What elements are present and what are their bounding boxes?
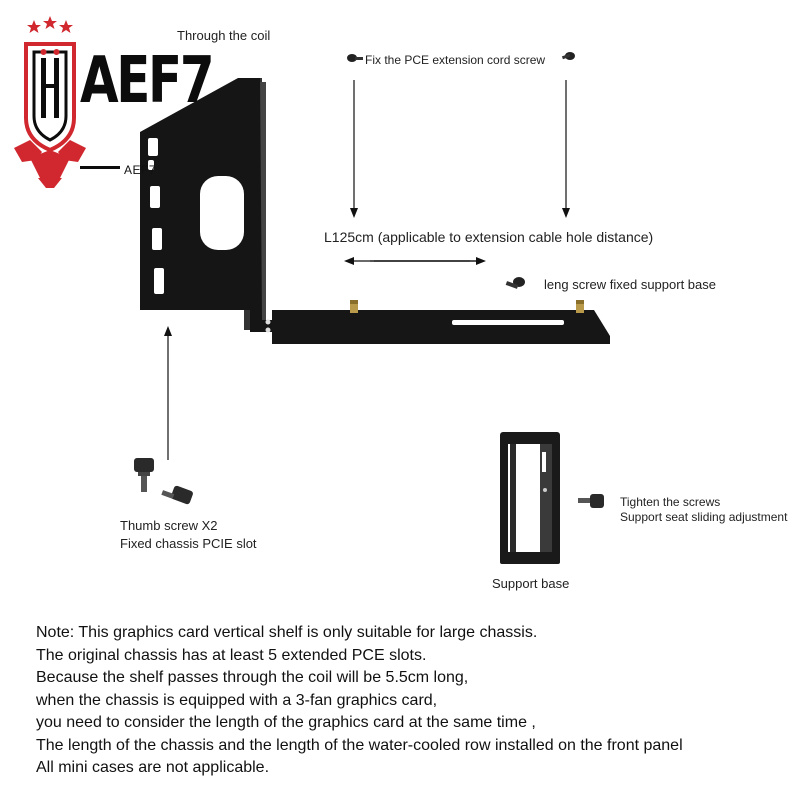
thumb-screw-icon	[161, 485, 193, 505]
brand-name: AEF7	[80, 44, 215, 118]
star-icon	[27, 16, 73, 33]
support-base-product	[500, 432, 560, 564]
screw-icon	[347, 54, 363, 62]
label-support-base: Support base	[492, 576, 570, 591]
logo-underline	[80, 166, 120, 169]
note-line: Because the shelf passes through the coi…	[36, 669, 469, 686]
coil-hole	[200, 176, 244, 250]
note-line: you need to consider the length of the g…	[36, 714, 536, 731]
note-line: The length of the chassis and the length…	[36, 736, 683, 754]
screw-icon	[505, 277, 525, 289]
shield-emblem-icon	[24, 42, 76, 153]
note-line: Note: This graphics card vertical shelf …	[36, 624, 538, 641]
brand-name-small: AEF7	[124, 163, 157, 177]
arrow-icon	[476, 257, 486, 265]
arrow-icon	[164, 80, 570, 460]
label-tighten: Tighten the screws	[620, 495, 721, 509]
label-leng-screw: leng screw fixed support base	[544, 277, 716, 292]
note-line: The original chassis has at least 5 exte…	[36, 646, 427, 664]
thumb-screw-icon	[134, 458, 154, 492]
screw-icon	[561, 52, 575, 60]
vertical-bracket	[140, 78, 272, 333]
label-thumb-screw: Thumb screw X2	[120, 518, 218, 533]
label-sliding: Support seat sliding adjustment	[620, 510, 788, 524]
brand-logo	[14, 16, 120, 188]
note-block: Note: This graphics card vertical shelf …	[36, 622, 796, 780]
note-line: when the chassis is equipped with a 3-fa…	[36, 691, 438, 709]
note-line: All mini cases are not applicable.	[36, 759, 270, 776]
label-through-coil: Through the coil	[177, 28, 271, 43]
handshake-icon	[14, 140, 86, 188]
thumb-screw-icon	[578, 494, 604, 508]
label-fixed-chassis: Fixed chassis PCIE slot	[120, 536, 257, 551]
label-fix-screw: Fix the PCE extension cord screw	[365, 53, 546, 67]
label-distance: L125cm (applicable to extension cable ho…	[324, 229, 654, 245]
horizontal-base	[272, 300, 610, 344]
